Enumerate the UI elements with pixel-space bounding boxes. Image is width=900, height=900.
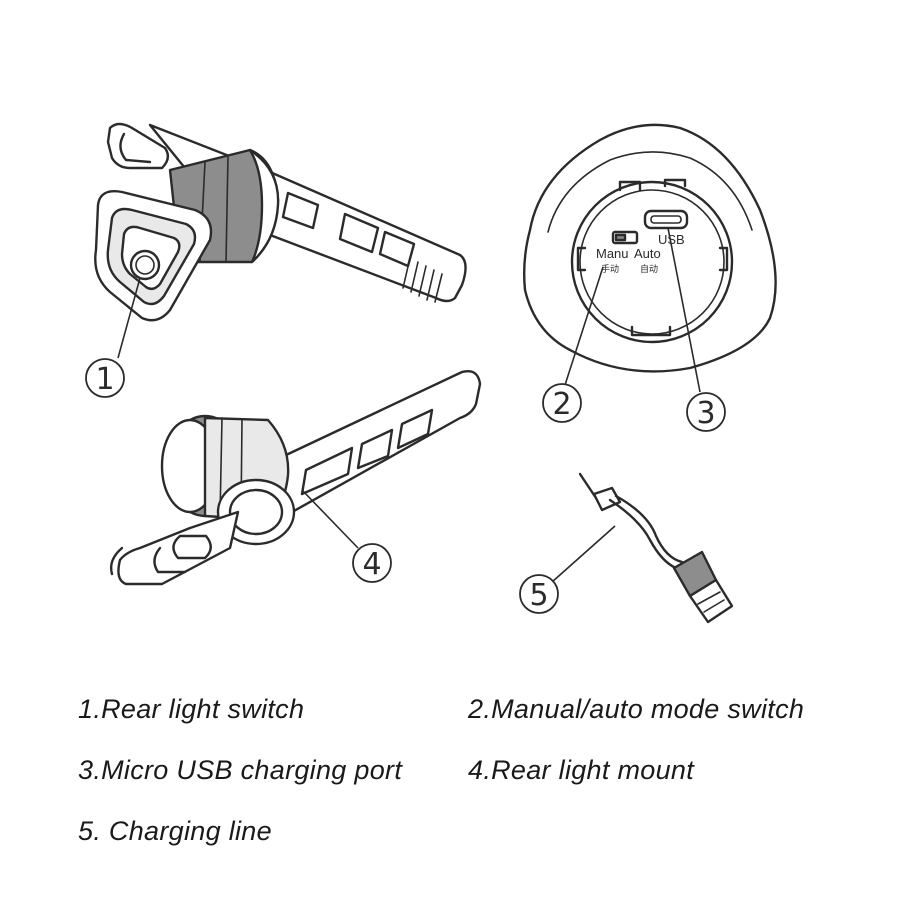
rear-light-back-view: USB Manu 手动 Auto 自动 [522,123,777,373]
auto-sub-label: 自动 [640,263,658,275]
callout-number-4: 4 [362,547,381,582]
callout-marker-1: 1 [85,358,125,398]
callout-marker-5: 5 [519,574,559,614]
leader-3 [667,227,701,393]
callout-marker-2: 2 [542,383,582,423]
rear-light-front-view [94,122,467,322]
callout-number-1: 1 [95,362,114,397]
usb-port-label: USB [658,232,685,247]
callout-marker-3: 3 [686,392,726,432]
charging-cable-view [578,472,734,624]
callout-number-5: 5 [529,578,548,613]
leader-4 [301,489,359,549]
legend-item-charging-line: 5. Charging line [78,816,272,846]
callout-marker-4: 4 [352,543,392,583]
legend-item-mode-switch: 2.Manual/auto mode switch [468,694,805,724]
legend-item-rear-light-switch: 1.Rear light switch [78,694,305,724]
callout-number-3: 3 [696,396,715,431]
callout-number-2: 2 [552,387,571,422]
auto-label: Auto [634,246,661,261]
legend-item-light-mount: 4.Rear light mount [468,755,695,785]
callout-leaders [117,227,701,583]
leader-2 [564,266,604,386]
rear-light-mount-view [109,370,482,586]
leader-5 [551,525,616,583]
leader-1 [117,277,141,359]
legend-item-usb-port: 3.Micro USB charging port [78,755,403,785]
manu-sub-label: 手动 [601,263,619,275]
manu-label: Manu [596,246,629,261]
